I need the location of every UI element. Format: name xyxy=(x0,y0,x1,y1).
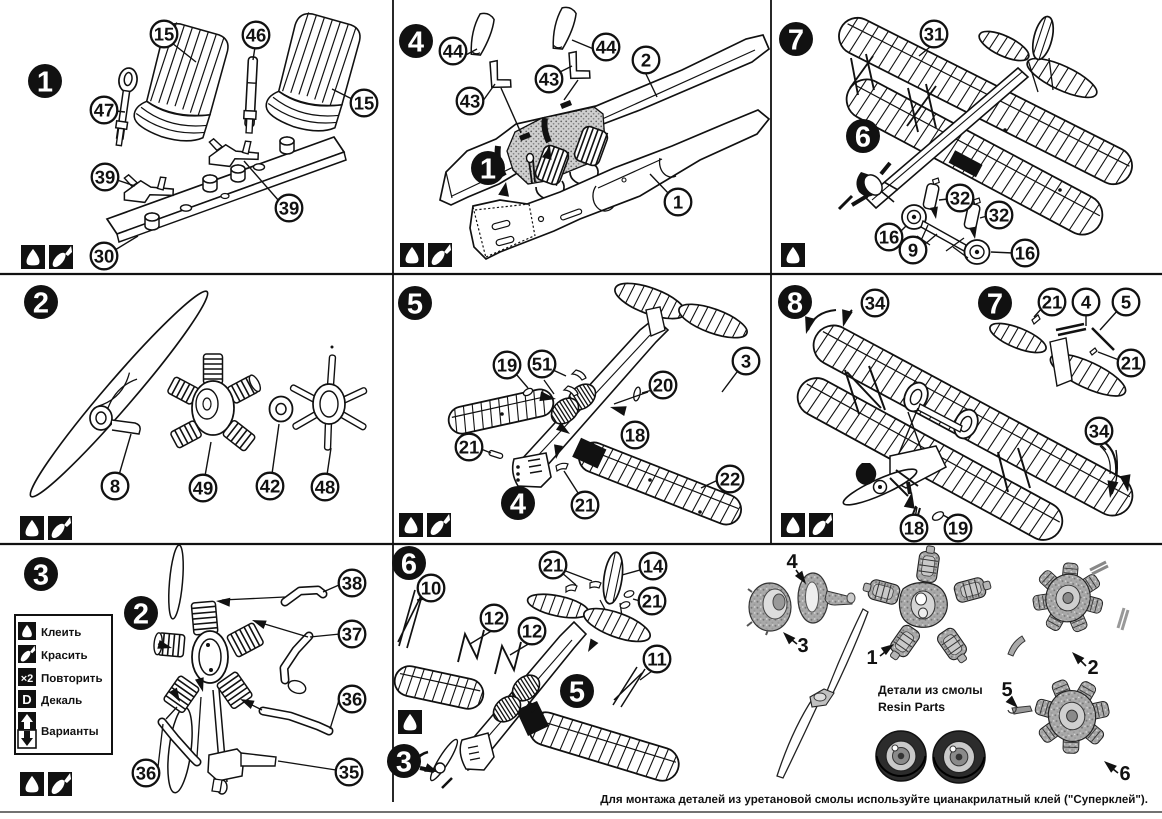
svg-text:19: 19 xyxy=(948,517,969,538)
svg-text:21: 21 xyxy=(1121,352,1142,373)
svg-text:6: 6 xyxy=(401,548,417,580)
svg-text:43: 43 xyxy=(539,68,560,89)
svg-text:19: 19 xyxy=(497,354,518,375)
svg-text:37: 37 xyxy=(342,623,363,644)
svg-text:5: 5 xyxy=(1121,291,1131,312)
svg-text:Декаль: Декаль xyxy=(41,695,82,707)
svg-text:Для монтажа деталей из уретано: Для монтажа деталей из уретановой смолы … xyxy=(600,793,1148,806)
svg-text:36: 36 xyxy=(136,762,157,783)
svg-text:15: 15 xyxy=(354,92,375,113)
svg-text:×2: ×2 xyxy=(21,673,34,685)
svg-text:47: 47 xyxy=(94,99,115,120)
svg-text:31: 31 xyxy=(924,23,945,44)
svg-text:21: 21 xyxy=(459,436,480,457)
svg-text:5: 5 xyxy=(569,676,585,708)
svg-text:9: 9 xyxy=(908,239,918,260)
svg-text:3: 3 xyxy=(396,746,412,778)
svg-text:3: 3 xyxy=(741,350,751,371)
svg-text:1: 1 xyxy=(480,153,496,185)
svg-text:2: 2 xyxy=(133,598,149,630)
svg-text:3: 3 xyxy=(33,559,49,591)
svg-text:Варианты: Варианты xyxy=(41,726,99,738)
svg-text:48: 48 xyxy=(315,476,336,497)
svg-text:D: D xyxy=(22,692,31,707)
svg-text:Детали из смолы: Детали из смолы xyxy=(878,683,983,697)
svg-text:Resin Parts: Resin Parts xyxy=(878,700,945,714)
svg-text:10: 10 xyxy=(421,577,442,598)
svg-text:39: 39 xyxy=(279,197,300,218)
svg-text:21: 21 xyxy=(1042,291,1063,312)
svg-text:36: 36 xyxy=(342,688,363,709)
svg-text:7: 7 xyxy=(987,288,1003,320)
svg-text:16: 16 xyxy=(879,226,900,247)
svg-text:22: 22 xyxy=(720,468,741,489)
svg-text:46: 46 xyxy=(246,24,267,45)
svg-text:2: 2 xyxy=(641,49,651,70)
svg-text:1: 1 xyxy=(37,66,53,98)
svg-text:Клеить: Клеить xyxy=(41,627,81,639)
svg-text:18: 18 xyxy=(904,517,925,538)
svg-text:44: 44 xyxy=(443,40,464,61)
svg-text:14: 14 xyxy=(643,555,664,576)
svg-text:8: 8 xyxy=(110,475,120,496)
svg-text:4: 4 xyxy=(1081,291,1092,312)
svg-text:3: 3 xyxy=(797,635,808,657)
svg-text:2: 2 xyxy=(1087,657,1098,679)
svg-text:12: 12 xyxy=(484,607,505,628)
svg-text:42: 42 xyxy=(260,475,281,496)
svg-text:12: 12 xyxy=(522,620,543,641)
svg-text:34: 34 xyxy=(1089,420,1110,441)
svg-text:44: 44 xyxy=(596,36,617,57)
svg-text:21: 21 xyxy=(543,554,564,575)
svg-text:4: 4 xyxy=(408,26,424,58)
svg-text:5: 5 xyxy=(407,288,423,320)
svg-text:38: 38 xyxy=(342,572,363,593)
svg-text:51: 51 xyxy=(532,353,553,374)
svg-text:18: 18 xyxy=(625,424,646,445)
svg-text:49: 49 xyxy=(193,477,214,498)
svg-text:11: 11 xyxy=(647,648,667,669)
svg-text:Повторить: Повторить xyxy=(41,673,103,685)
svg-text:1: 1 xyxy=(866,647,877,669)
svg-text:6: 6 xyxy=(855,121,871,153)
svg-text:20: 20 xyxy=(653,374,674,395)
svg-text:21: 21 xyxy=(642,590,663,611)
svg-text:7: 7 xyxy=(788,24,804,56)
svg-text:1: 1 xyxy=(673,191,683,212)
svg-text:5: 5 xyxy=(1001,679,1012,701)
svg-text:21: 21 xyxy=(575,494,596,515)
svg-text:Красить: Красить xyxy=(41,650,88,662)
svg-text:43: 43 xyxy=(460,90,481,111)
svg-text:39: 39 xyxy=(95,166,116,187)
svg-text:16: 16 xyxy=(1015,242,1036,263)
svg-text:6: 6 xyxy=(1119,763,1130,785)
svg-text:32: 32 xyxy=(950,187,971,208)
svg-text:2: 2 xyxy=(33,287,49,319)
svg-text:8: 8 xyxy=(787,287,803,319)
svg-text:30: 30 xyxy=(94,245,115,266)
svg-text:35: 35 xyxy=(339,761,360,782)
svg-text:32: 32 xyxy=(989,204,1010,225)
svg-text:4: 4 xyxy=(786,551,798,573)
svg-text:4: 4 xyxy=(510,488,526,520)
svg-text:34: 34 xyxy=(865,292,886,313)
svg-text:15: 15 xyxy=(154,23,175,44)
